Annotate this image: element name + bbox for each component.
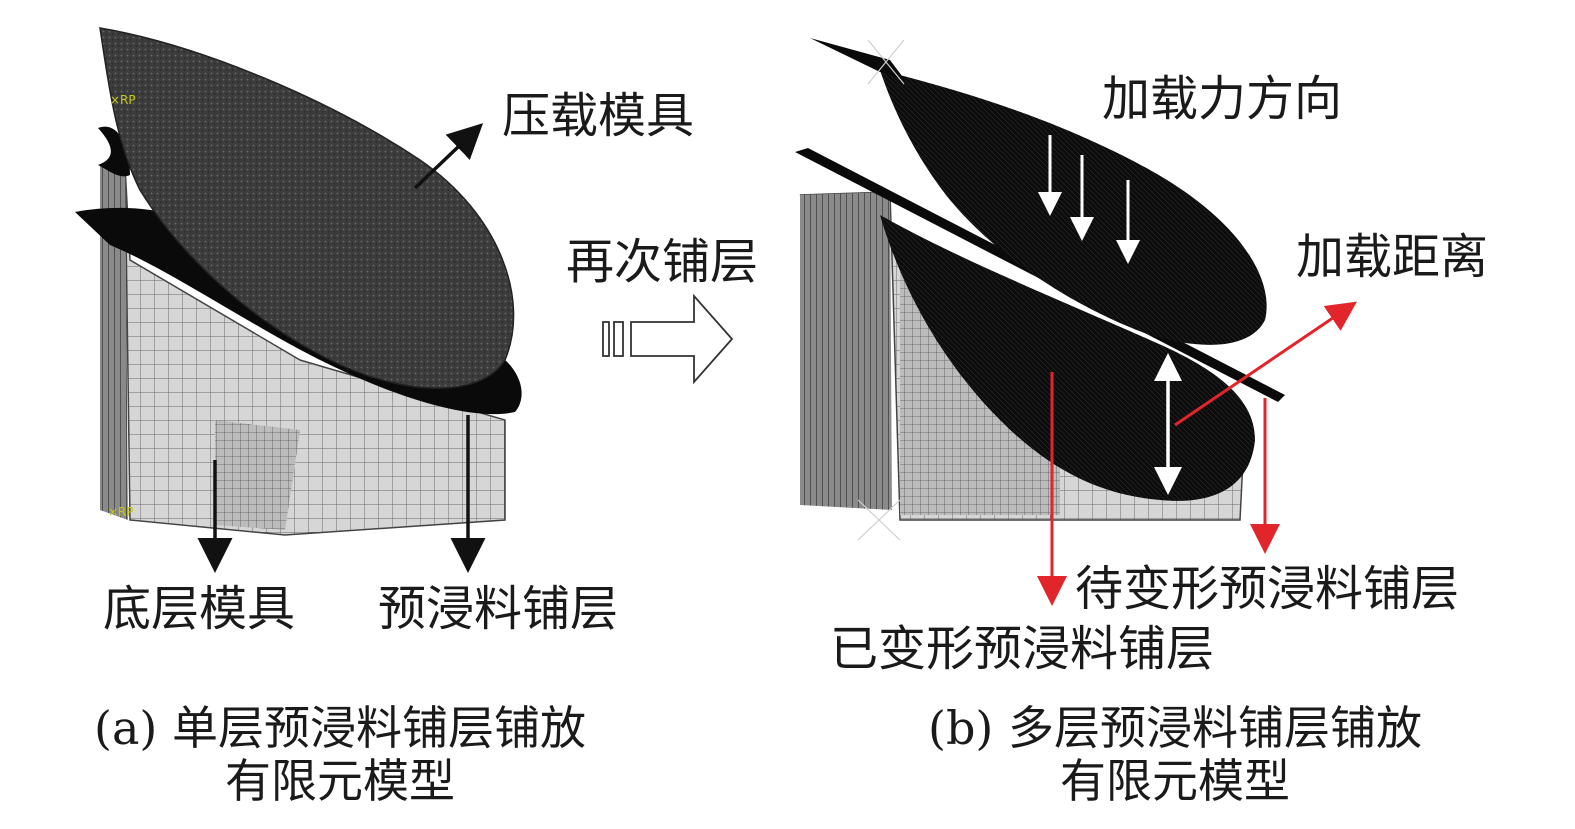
press-mold-arrow [413,123,484,190]
rp-cross-bottom-b [857,499,901,541]
press-mold-label: 压载模具 [502,88,695,144]
load-distance-arrow [1174,301,1357,427]
rp-marker-bottom: ×RP [108,505,134,519]
rp-cross-top-b [867,39,905,85]
bottom-mold-label: 底层模具 [103,581,296,637]
press-mold-shape [99,27,515,389]
to-deform-layer-label: 待变形预浸料铺层 [1075,561,1460,617]
bottom-mold-fine-region [215,420,300,530]
deformed-layer-label: 已变形预浸料铺层 [830,621,1215,677]
load-direction-label: 加载力方向 [1102,71,1343,127]
caption-a-line1: (a) 单层预浸料铺层铺放 [94,701,586,755]
load-distance-label: 加载距离 [1296,229,1489,285]
caption-a: (a) 单层预浸料铺层铺放 有限元模型 [30,702,650,808]
press-mold-shape-b [810,38,1267,345]
caption-a-line2: 有限元模型 [225,753,455,808]
bottom-mold-side-b [800,192,892,510]
caption-b-line2: 有限元模型 [1060,753,1290,808]
relayer-label: 再次铺层 [566,234,759,290]
rp-marker-top: ×RP [110,93,136,107]
caption-b-line1: (b) 多层预浸料铺层铺放 [928,701,1422,755]
prepreg-layer-label: 预浸料铺层 [378,581,619,637]
relayer-arrow-icon [602,293,734,385]
bottom-mold-side [100,160,128,520]
press-mold-tip-b [810,38,905,80]
caption-b: (b) 多层预浸料铺层铺放 有限元模型 [865,702,1485,808]
panel-a-model: ×RP ×RP [75,27,522,536]
